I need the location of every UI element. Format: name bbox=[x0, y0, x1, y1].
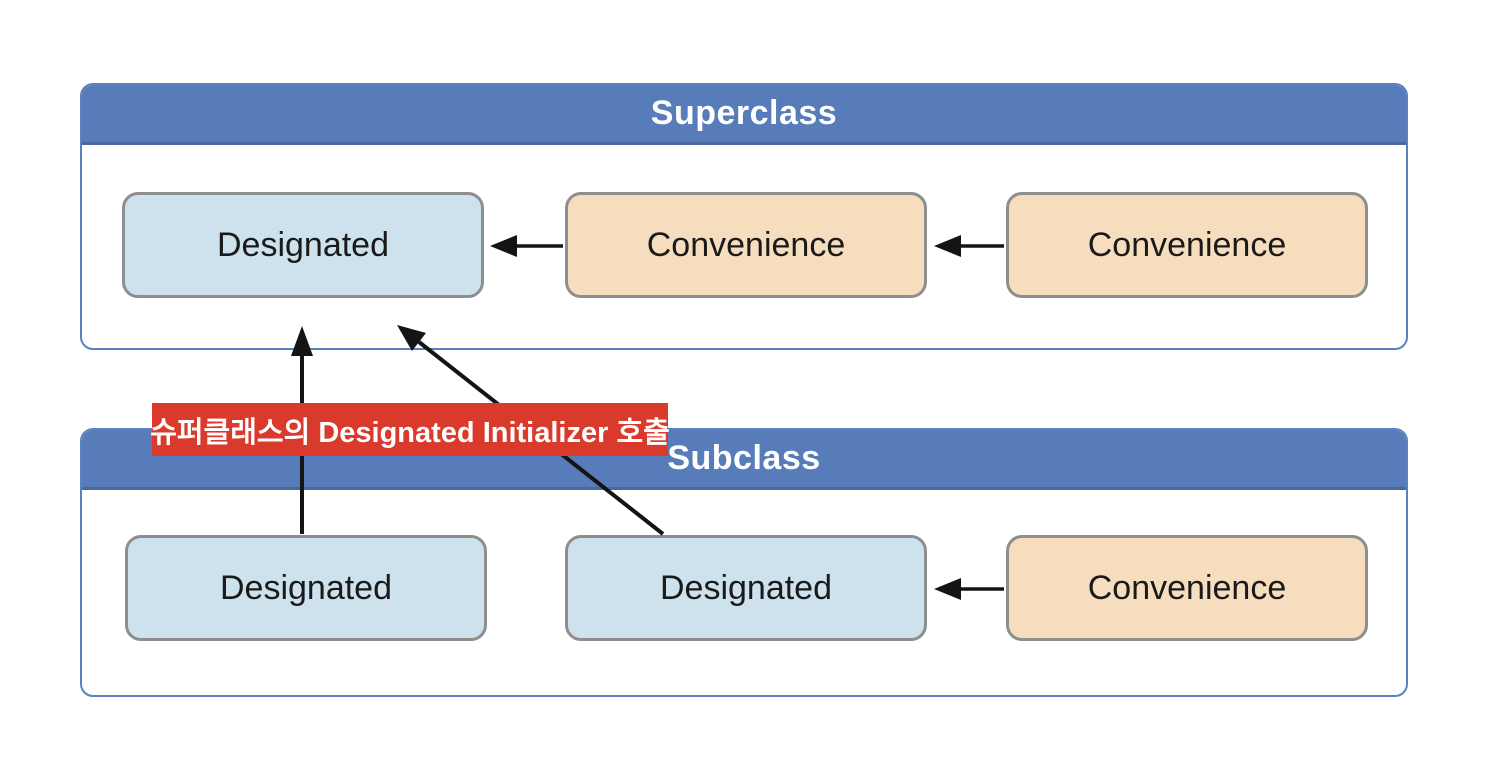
superclass-header: Superclass bbox=[82, 85, 1406, 145]
annotation-label: 슈퍼클래스의 Designated Initializer 호출 bbox=[150, 416, 670, 449]
subclass-designated-label-1: Designated bbox=[219, 568, 392, 607]
superclass-title: Superclass bbox=[650, 94, 838, 132]
superclass-convenience-node-2: Convenience bbox=[1006, 192, 1368, 298]
superclass-convenience-label-1: Convenience bbox=[646, 225, 846, 264]
subclass-title: Subclass bbox=[667, 439, 821, 477]
subclass-convenience-label: Convenience bbox=[1087, 568, 1287, 607]
superclass-convenience-node-1: Convenience bbox=[565, 192, 927, 298]
subclass-designated-node-1: Designated bbox=[125, 535, 487, 641]
subclass-designated-label-2: Designated bbox=[659, 568, 832, 607]
superclass-designated-node: Designated bbox=[122, 192, 484, 298]
superclass-convenience-label-2: Convenience bbox=[1087, 225, 1287, 264]
annotation-superclass-designated-call: 슈퍼클래스의 Designated Initializer 호출 bbox=[150, 403, 670, 456]
subclass-designated-node-2: Designated bbox=[565, 535, 927, 641]
superclass-designated-label: Designated bbox=[216, 225, 389, 264]
subclass-convenience-node: Convenience bbox=[1006, 535, 1368, 641]
